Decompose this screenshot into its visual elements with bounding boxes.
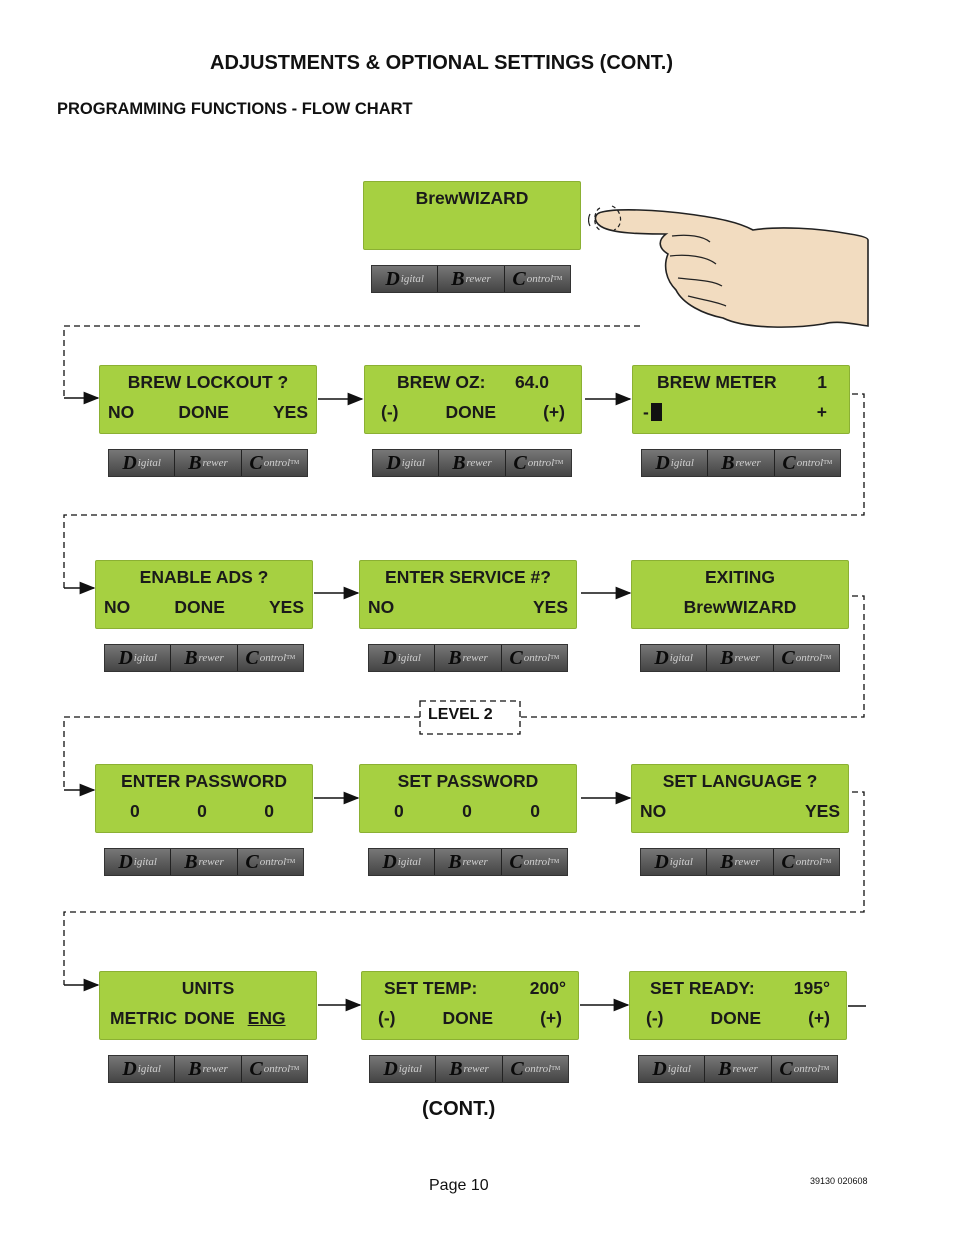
- lcd-set-ready: SET READY: 195° (-) DONE (+): [629, 971, 847, 1040]
- option-plus: (+): [540, 1008, 562, 1028]
- lcd-options: NO DONE YES: [104, 597, 304, 618]
- lcd-brew-lockout: BREW LOCKOUT ? NO DONE YES: [99, 365, 317, 434]
- lcd-brew-meter: BREW METER 1 - +: [632, 365, 850, 434]
- option-done: DONE: [178, 402, 229, 422]
- option-done: DONE: [445, 402, 497, 422]
- lcd-options: - +: [643, 402, 827, 423]
- option-no: NO: [640, 801, 667, 821]
- pointing-hand-icon: [588, 205, 869, 328]
- continued-label: (CONT.): [422, 1098, 496, 1120]
- option-yes: YES: [532, 597, 568, 617]
- option-plus: (+): [808, 1008, 830, 1028]
- option-no: NO: [104, 597, 131, 617]
- lcd-options: (-) DONE (+): [381, 402, 565, 423]
- document-code: 39130 020608: [810, 1176, 868, 1186]
- lcd-options: NO DONE YES: [108, 402, 308, 423]
- option-eng: ENG: [247, 1008, 286, 1028]
- lcd-line: ENABLE ADS ?: [139, 567, 269, 587]
- lcd-line: UNITS: [181, 978, 235, 998]
- option-yes: YES: [804, 801, 840, 821]
- lcd-line: SET PASSWORD: [397, 771, 539, 791]
- page-title: ADJUSTMENTS & OPTIONAL SETTINGS (CONT.): [210, 52, 673, 74]
- option-yes: YES: [272, 402, 308, 422]
- cursor-icon: [650, 403, 662, 421]
- lcd-line: BrewWIZARD: [683, 597, 797, 617]
- lcd-options: NO YES: [640, 801, 840, 822]
- lcd-enter-password: ENTER PASSWORD 0 0 0: [95, 764, 313, 833]
- lcd-brew-oz: BREW OZ: 64.0 (-) DONE (+): [364, 365, 582, 434]
- lcd-line: BREW METER 1: [657, 372, 827, 392]
- option-yes: YES: [268, 597, 304, 617]
- lcd-options: (-) DONE (+): [646, 1008, 830, 1029]
- lcd-set-temp: SET TEMP: 200° (-) DONE (+): [361, 971, 579, 1040]
- section-subtitle: PROGRAMMING FUNCTIONS - FLOW CHART: [57, 100, 413, 118]
- lcd-line: BREW LOCKOUT ?: [127, 372, 289, 392]
- option-no: NO: [108, 402, 135, 422]
- lcd-set-language: SET LANGUAGE ? NO YES: [631, 764, 849, 833]
- lcd-set-password: SET PASSWORD 0 0 0: [359, 764, 577, 833]
- level-label: LEVEL 2: [428, 706, 493, 723]
- lcd-line: ENTER SERVICE #?: [385, 567, 551, 587]
- lcd-line: BREW OZ: 64.0: [397, 372, 549, 392]
- lcd-line: SET TEMP: 200°: [384, 978, 566, 998]
- option-minus: (-): [646, 1008, 664, 1028]
- option-metric: METRIC: [110, 1008, 178, 1028]
- lcd-line: SET LANGUAGE ?: [662, 771, 818, 791]
- option-done: DONE: [174, 597, 225, 617]
- option-minus: (-): [378, 1008, 396, 1028]
- lcd-enable-ads: ENABLE ADS ? NO DONE YES: [95, 560, 313, 629]
- lcd-options: METRIC DONE ENG: [110, 1008, 308, 1029]
- option-minus: (-): [381, 402, 399, 422]
- option-done: DONE: [184, 1008, 235, 1028]
- lcd-options: NO YES: [368, 597, 568, 618]
- lcd-exiting: EXITING BrewWIZARD: [631, 560, 849, 629]
- option-done: DONE: [710, 1008, 762, 1028]
- page-number: Page 10: [429, 1177, 489, 1194]
- option-plus: +: [816, 402, 827, 422]
- lcd-line: BrewWIZARD: [415, 188, 529, 208]
- lcd-brewwizard: BrewWIZARD: [363, 181, 581, 250]
- lcd-digits: 0 0 0: [394, 801, 540, 821]
- lcd-line: ENTER PASSWORD: [121, 771, 287, 791]
- lcd-digits: 0 0 0: [130, 801, 274, 821]
- lcd-units: UNITS METRIC DONE ENG: [99, 971, 317, 1040]
- lcd-line: EXITING: [704, 567, 775, 587]
- option-no: NO: [368, 597, 395, 617]
- lcd-options: (-) DONE (+): [378, 1008, 562, 1029]
- lcd-enter-service: ENTER SERVICE #? NO YES: [359, 560, 577, 629]
- option-plus: (+): [543, 402, 565, 422]
- option-done: DONE: [442, 1008, 494, 1028]
- option-minus: -: [643, 402, 649, 422]
- lcd-line: SET READY: 195°: [650, 978, 830, 998]
